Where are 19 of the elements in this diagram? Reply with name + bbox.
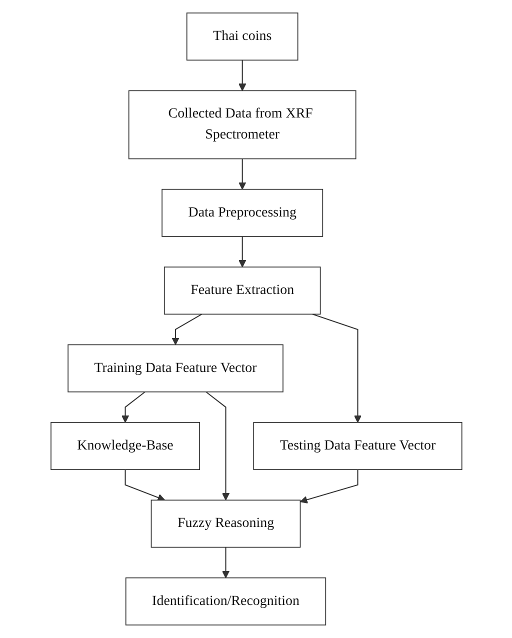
node-box: Fuzzy Reasoning	[150, 500, 300, 548]
arrow	[205, 391, 230, 500]
arrow	[312, 314, 362, 423]
arrow	[124, 470, 165, 502]
node-box: Identification/Recognition	[125, 577, 326, 626]
node-box: Training Data Feature Vector	[67, 344, 283, 392]
arrow	[238, 158, 246, 190]
arrow	[299, 470, 358, 504]
arrow	[238, 60, 246, 92]
node-box: Data Preprocessing	[161, 188, 323, 237]
arrow	[121, 391, 145, 423]
node-box: Collected Data from XRF Spectrometer	[128, 90, 356, 160]
arrow	[238, 236, 246, 268]
node-box: Testing Data Feature Vector	[252, 422, 462, 470]
arrow	[171, 314, 202, 346]
node-box: Knowledge-Base	[50, 422, 200, 470]
arrow	[221, 547, 230, 578]
node-box: Feature Extraction	[164, 266, 320, 315]
node-box: Thai coins	[186, 12, 298, 61]
